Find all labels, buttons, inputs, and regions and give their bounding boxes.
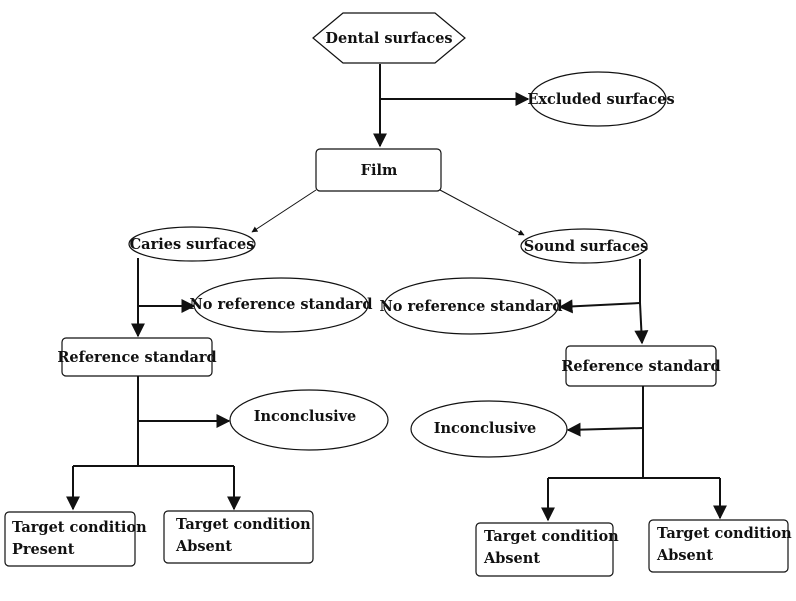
node-left-target-absent-line1: Target condition [176, 516, 311, 533]
node-film: Film [315, 148, 442, 192]
node-left-target-absent-line2: Absent [175, 538, 232, 555]
node-caries-surfaces: Caries surfaces [128, 226, 256, 262]
node-dental-surfaces-label: Dental surfaces [325, 30, 452, 47]
node-caries-surfaces-label: Caries surfaces [130, 236, 255, 253]
node-right-target-absent-a: Target condition Absent [475, 522, 619, 577]
ellipse-shape [229, 389, 389, 451]
box-shape [4, 511, 136, 567]
ellipse-shape [383, 277, 559, 335]
node-left-target-absent: Target condition Absent [163, 510, 314, 564]
node-right-target-absent-b-line1: Target condition [657, 525, 792, 542]
node-right-reference-standard: Reference standard [561, 345, 721, 387]
box-shape [648, 519, 789, 573]
node-excluded-surfaces: Excluded surfaces [527, 71, 675, 127]
node-right-reference-standard-label: Reference standard [561, 358, 720, 375]
ellipse-shape [193, 277, 369, 333]
node-excluded-surfaces-label: Excluded surfaces [527, 91, 674, 108]
node-left-reference-standard-label: Reference standard [57, 349, 216, 366]
node-sound-surfaces: Sound surfaces [520, 228, 649, 264]
node-left-target-present: Target condition Present [4, 511, 147, 567]
node-sound-surfaces-label: Sound surfaces [524, 238, 649, 255]
node-left-no-reference-standard: No reference standard [190, 277, 373, 333]
ellipse-shape [520, 228, 648, 264]
node-right-inconclusive-label: Inconclusive [434, 420, 537, 437]
edge-to-right-noref [558, 299, 641, 314]
edge-film-to-sound [439, 189, 525, 236]
box-shape [61, 337, 213, 377]
node-left-inconclusive: Inconclusive [229, 389, 389, 451]
node-right-inconclusive: Inconclusive [410, 400, 568, 458]
box-shape [475, 522, 614, 577]
node-film-label: Film [361, 162, 398, 179]
node-right-target-absent-b-line2: Absent [656, 547, 713, 564]
connectors [66, 64, 727, 522]
node-dental-surfaces: Dental surfaces [312, 12, 466, 64]
node-left-no-reference-standard-label: No reference standard [190, 296, 373, 313]
ellipse-shape [529, 71, 667, 127]
node-left-target-present-line1: Target condition [12, 519, 147, 536]
node-left-target-present-line2: Present [12, 541, 75, 558]
edge-film-to-caries [251, 189, 317, 233]
node-left-reference-standard: Reference standard [57, 337, 217, 377]
ellipse-shape [128, 226, 256, 262]
box-shape [315, 148, 442, 192]
ellipse-shape [410, 400, 568, 458]
hexagon-shape [312, 12, 466, 64]
edge-to-right-inconclusive [566, 422, 644, 437]
node-left-inconclusive-label: Inconclusive [254, 408, 357, 425]
node-right-no-reference-standard-label: No reference standard [380, 298, 563, 315]
node-right-target-absent-b: Target condition Absent [648, 519, 792, 573]
node-right-target-absent-a-line1: Target condition [484, 528, 619, 545]
box-shape [163, 510, 314, 564]
box-shape [565, 345, 717, 387]
edge-to-right-refstd [634, 302, 649, 345]
node-right-no-reference-standard: No reference standard [380, 277, 563, 335]
node-right-target-absent-a-line2: Absent [483, 550, 540, 567]
